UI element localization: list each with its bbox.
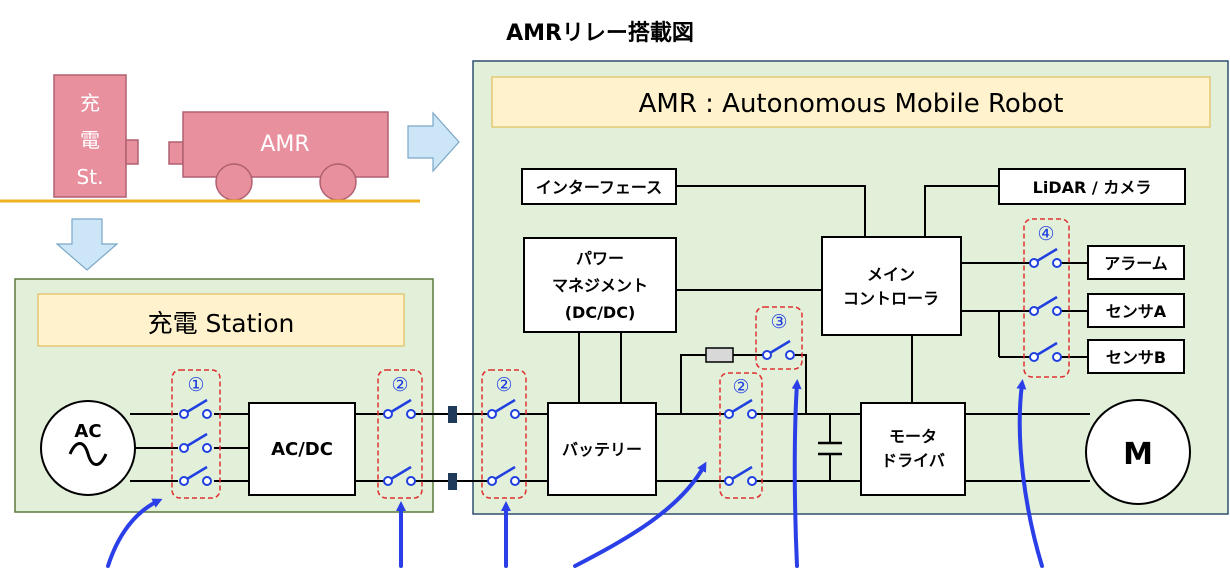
relay-switch-10 — [762, 339, 795, 360]
relay-switch-13 — [1029, 341, 1062, 362]
lidar-label: LiDAR / カメラ — [1033, 178, 1152, 197]
amr-vehicle-label: AMR — [260, 132, 309, 157]
relay-switch-3 — [179, 465, 212, 486]
acdc-label: AC/DC — [271, 439, 333, 460]
battery-block: バッテリー — [547, 402, 657, 496]
interface-block: インターフェース — [521, 168, 677, 205]
sine-wave-icon — [68, 442, 108, 466]
charging-station-illustration: 充 電 St. — [53, 74, 139, 198]
alarm-block: アラーム — [1087, 245, 1185, 280]
right-block-arrow — [407, 111, 460, 173]
arrow-to-relay-4 — [1016, 379, 1044, 568]
relay-label-4: ④ — [1037, 223, 1054, 245]
down-block-arrow — [55, 218, 119, 271]
relay-group-outlines — [171, 218, 1070, 499]
relay-label-3: ③ — [770, 311, 787, 333]
main-ctrl-line1: メイン — [867, 265, 915, 284]
main-controller-block: メイン コントローラ — [821, 236, 962, 336]
station-label-3: St. — [77, 165, 104, 189]
relay-switch-6 — [487, 398, 520, 419]
relay-switch-2 — [179, 432, 212, 453]
power-mgmt-line3: (DC/DC) — [565, 303, 636, 322]
relay-pointer-arrows — [106, 379, 1044, 568]
relay-label-2-amr-input: ② — [495, 374, 512, 396]
interface-label: インターフェース — [536, 178, 662, 197]
sensor-b-block: センサB — [1087, 339, 1185, 374]
motor: M — [1085, 399, 1191, 505]
precharge-resistor — [705, 347, 734, 363]
relay-switch-8 — [724, 398, 757, 419]
station-title-box — [37, 293, 405, 347]
lidar-block: LiDAR / カメラ — [998, 168, 1186, 205]
wires — [130, 185, 1090, 482]
amr-vehicle-illustration: AMR — [168, 111, 389, 201]
relay-switch-11 — [1029, 247, 1062, 268]
acdc-block: AC/DC — [248, 402, 356, 496]
motor-driver-line1: モータ — [889, 427, 937, 446]
amr-title: AMR : Autonomous Mobile Robot — [639, 89, 1064, 119]
ac-label: AC — [74, 421, 101, 442]
station-label-2: 電 — [80, 128, 100, 152]
relay-switches — [179, 247, 1062, 486]
motor-driver-block: モータ ドライバ — [860, 402, 966, 496]
relay-switch-1 — [179, 398, 212, 419]
connectors — [448, 406, 457, 490]
power-management-block: パワー マネジメント (DC/DC) — [523, 237, 677, 333]
relay-switch-5 — [383, 465, 416, 486]
relay-switch-4 — [383, 398, 416, 419]
power-mgmt-line1: パワー — [576, 249, 624, 268]
capacitor — [818, 441, 842, 456]
diagram-title: AMRリレー搭載図 — [506, 20, 694, 46]
relay-switch-12 — [1029, 295, 1062, 316]
arrow-to-relay-1 — [106, 498, 163, 568]
motor-driver-line2: ドライバ — [881, 451, 945, 470]
power-mgmt-line2: マネジメント — [552, 276, 648, 295]
station-title: 充電 Station — [148, 309, 295, 338]
sensor-b-label: センサB — [1106, 348, 1166, 367]
motor-label: M — [1123, 437, 1153, 472]
arrow-to-relay-3 — [791, 379, 802, 568]
sensor-a-block: センサA — [1087, 293, 1185, 328]
relay-switch-9 — [724, 465, 757, 486]
sensor-a-label: センサA — [1106, 302, 1167, 321]
station-label-1: 充 — [80, 91, 100, 115]
main-ctrl-line2: コントローラ — [843, 289, 939, 308]
relay-label-2-station: ② — [391, 374, 408, 396]
relay-switch-7 — [487, 465, 520, 486]
relay-label-2-battery-out: ② — [732, 376, 749, 398]
battery-label: バッテリー — [562, 440, 642, 459]
relay-label-1: ① — [187, 374, 204, 396]
alarm-label: アラーム — [1104, 254, 1168, 273]
arrow-to-relay-2-battery — [573, 461, 707, 568]
ac-source: AC — [40, 400, 136, 496]
amr-title-box — [491, 76, 1211, 128]
